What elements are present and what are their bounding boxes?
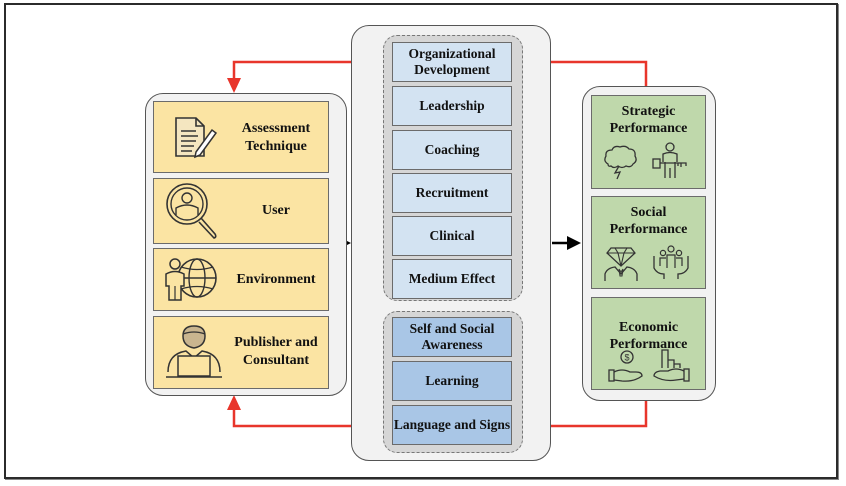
domain-medium-effect: Medium Effect (392, 259, 512, 299)
domain-language-signs: Language and Signs (392, 405, 512, 445)
hand-chart-icon (650, 348, 690, 389)
hands-group-icon (652, 244, 690, 285)
label-social-performance: Social Performance (609, 205, 688, 237)
domain-recruitment: Recruitment (392, 173, 512, 213)
domain-coaching: Coaching (392, 130, 512, 170)
brain-lightning-icon (602, 144, 638, 185)
card-strategic-performance: Strategic Performance (591, 95, 706, 189)
person-globe-icon (163, 252, 219, 313)
person-laptop-icon (164, 322, 224, 387)
label-assessment-technique: Assessment Technique (241, 121, 311, 154)
card-social-performance: Social Performance (591, 196, 706, 289)
label-user: User (262, 203, 290, 218)
card-assessment-technique (153, 101, 329, 173)
domain-clinical: Clinical (392, 216, 512, 256)
card-economic-performance: Economic Performance (591, 297, 706, 390)
domain-leadership: Leadership (392, 86, 512, 126)
domain-self-social-awareness: Self and Social Awareness (392, 317, 512, 357)
label-publisher-consultant: Publisher and Consultant (234, 335, 318, 368)
label-economic-performance: Economic Performance (609, 320, 688, 352)
person-key-icon (652, 142, 688, 185)
domain-organizational-development: Organizational Development (392, 42, 512, 82)
svg-text:$: $ (624, 353, 629, 363)
label-environment: Environment (236, 272, 316, 287)
hand-coin-icon: $ (608, 350, 644, 389)
diamond-head-person-icon (603, 244, 639, 287)
document-pencil-icon (170, 114, 218, 165)
user-magnifier-icon (163, 180, 223, 247)
label-strategic-performance: Strategic Performance (609, 104, 688, 136)
domain-learning: Learning (392, 361, 512, 401)
diagram-frame (4, 3, 838, 479)
